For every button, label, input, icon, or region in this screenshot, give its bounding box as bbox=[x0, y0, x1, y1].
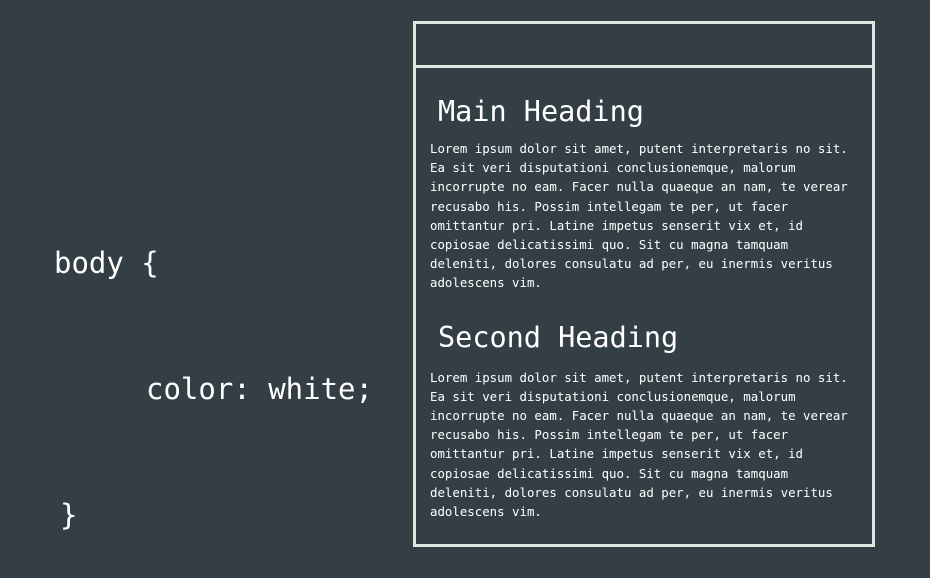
code-line-closing-brace: } bbox=[60, 498, 78, 532]
first-paragraph: Lorem ipsum dolor sit amet, putent inter… bbox=[430, 141, 848, 291]
preview-header-bar bbox=[416, 24, 872, 68]
second-heading: Second Heading bbox=[438, 320, 679, 354]
page-preview-frame: Main Heading Lorem ipsum dolor sit amet,… bbox=[413, 21, 875, 547]
code-line-declaration: color: white; bbox=[146, 372, 373, 406]
code-line-selector: body { bbox=[54, 246, 159, 280]
second-paragraph: Lorem ipsum dolor sit amet, putent inter… bbox=[430, 369, 848, 520]
css-code-snippet: body { color: white; } bbox=[54, 158, 373, 578]
main-heading: Main Heading bbox=[438, 95, 644, 128]
preview-content: Main Heading Lorem ipsum dolor sit amet,… bbox=[430, 94, 860, 521]
